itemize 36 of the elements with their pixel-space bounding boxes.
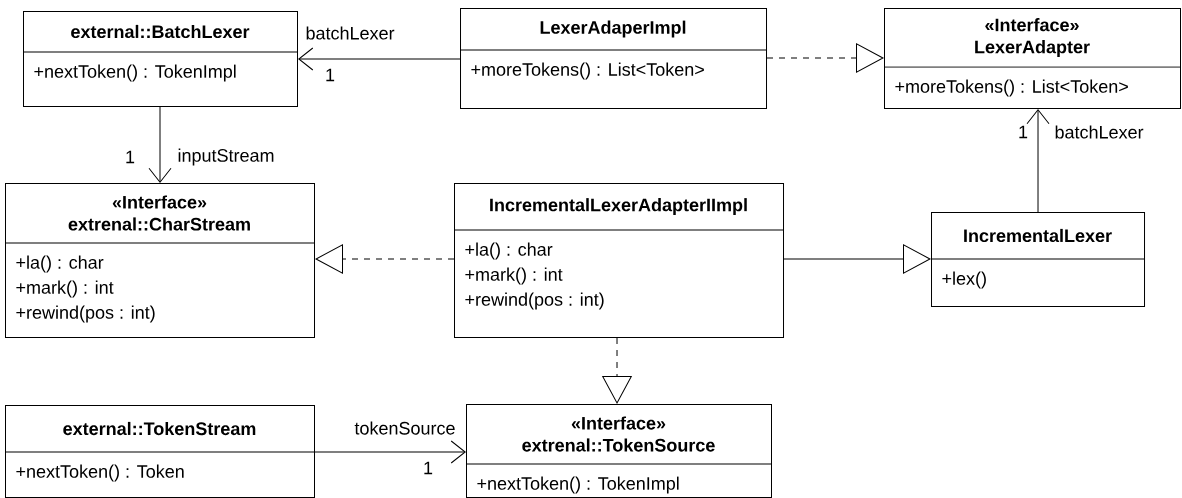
multiplicity: 1 xyxy=(326,68,335,82)
arrow xyxy=(1026,109,1050,213)
multiplicity: 1 xyxy=(424,461,433,475)
class-name: «Interface» extrenal::CharStream xyxy=(68,195,250,231)
arrow xyxy=(314,440,466,464)
multiplicity: 1 xyxy=(126,150,135,164)
arrow xyxy=(148,106,172,183)
method-text: +nextToken() : TokenImpl xyxy=(34,64,236,82)
class-name: IncrementalLexer xyxy=(964,228,1112,243)
class-name: external::TokenStream xyxy=(63,421,256,436)
method-text: +rewind(pos : int) xyxy=(465,292,604,310)
arrow xyxy=(783,244,931,274)
method-text: +la() : char xyxy=(16,255,104,273)
method-text: +rewind(pos : int) xyxy=(16,305,155,323)
method-text: +mark() : int xyxy=(465,267,563,285)
method-text: +moreTokens() : List<Token> xyxy=(895,79,1128,97)
class-name: external::BatchLexer xyxy=(71,24,250,39)
class-name: LexerAdaperImpl xyxy=(540,20,686,38)
edge-label: inputStream xyxy=(178,148,274,166)
method-text: +nextToken() : Token xyxy=(16,464,184,482)
method-text: +la() : char xyxy=(465,242,553,260)
class-name: «Interface» LexerAdapter xyxy=(975,18,1090,57)
method-text: +nextToken() : TokenImpl xyxy=(477,476,679,494)
multiplicity: 1 xyxy=(1019,125,1028,139)
arrow xyxy=(602,337,632,404)
arrow xyxy=(298,47,461,71)
edge-label: batchLexer xyxy=(306,26,395,40)
method-text: +lex() xyxy=(942,271,986,289)
edge-label: batchLexer xyxy=(1055,125,1144,139)
method-text: +mark() : int xyxy=(16,280,114,298)
arrow xyxy=(315,244,455,274)
method-text: +moreTokens() : List<Token> xyxy=(471,62,704,80)
edge-label: tokenSource xyxy=(354,421,455,435)
arrow xyxy=(766,43,884,73)
class-name: IncrementalLexerAdapterIImpl xyxy=(490,198,747,215)
class-name: «Interface» extrenal::TokenSource xyxy=(522,416,715,452)
